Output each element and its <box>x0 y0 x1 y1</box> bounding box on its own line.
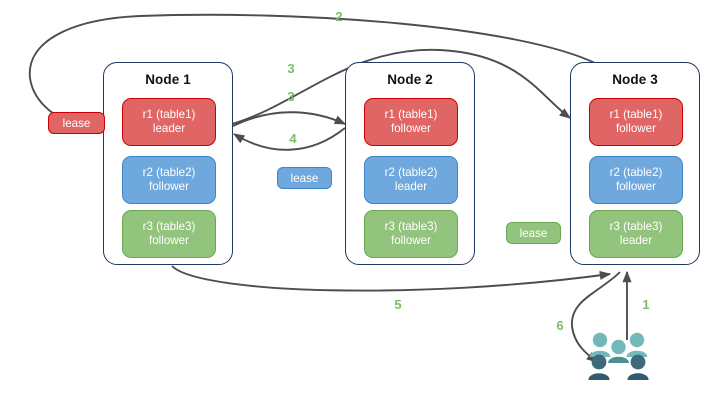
replica-name: r3 (table3) <box>384 219 438 233</box>
replica-name: r2 (table2) <box>142 165 196 179</box>
replica-r1[interactable]: r1 (table1) leader <box>122 98 216 146</box>
node-title: Node 1 <box>145 72 191 87</box>
edge-label-2: 2 <box>335 9 343 24</box>
replica-role: leader <box>619 234 653 247</box>
replica-role: leader <box>394 180 428 193</box>
node-box-3[interactable]: Node 3 r1 (table1) follower r2 (table2) … <box>570 62 700 265</box>
lease-badge-blue[interactable]: lease <box>277 167 332 189</box>
node-title: Node 3 <box>612 72 658 87</box>
replica-name: r2 (table2) <box>609 165 663 179</box>
lease-badge-red[interactable]: lease <box>48 112 105 134</box>
edge-label-5: 5 <box>394 297 402 312</box>
replica-r3[interactable]: r3 (table3) follower <box>364 210 458 258</box>
replica-r2[interactable]: r2 (table2) follower <box>122 156 216 204</box>
replica-r3[interactable]: r3 (table3) leader <box>589 210 683 258</box>
people-icon <box>588 332 649 380</box>
edge-label-3-upper: 3 <box>287 61 295 76</box>
replica-role: follower <box>616 180 656 193</box>
replica-role: follower <box>391 234 431 247</box>
edge-label-3-lower: 3 <box>287 89 295 104</box>
replica-name: r1 (table1) <box>384 107 438 121</box>
replica-name: r3 (table3) <box>609 219 663 233</box>
replica-r3[interactable]: r3 (table3) follower <box>122 210 216 258</box>
replica-role: follower <box>149 234 189 247</box>
lease-badge-green[interactable]: lease <box>506 222 561 244</box>
replica-name: r1 (table1) <box>142 107 196 121</box>
node-box-1[interactable]: Node 1 r1 (table1) leader r2 (table2) fo… <box>103 62 233 265</box>
edge-label-6: 6 <box>556 318 564 333</box>
replica-name: r2 (table2) <box>384 165 438 179</box>
replica-r1[interactable]: r1 (table1) follower <box>589 98 683 146</box>
edge-5-path <box>171 265 612 292</box>
replica-name: r1 (table1) <box>609 107 663 121</box>
replica-role: follower <box>149 180 189 193</box>
replica-r2[interactable]: r2 (table2) follower <box>589 156 683 204</box>
replica-r1[interactable]: r1 (table1) follower <box>364 98 458 146</box>
replica-role: leader <box>152 122 186 135</box>
replica-role: follower <box>616 122 656 135</box>
edge-3-lower-path <box>232 111 347 127</box>
node-title: Node 2 <box>387 72 433 87</box>
node-box-2[interactable]: Node 2 r1 (table1) follower r2 (table2) … <box>345 62 475 265</box>
replica-name: r3 (table3) <box>142 219 196 233</box>
edge-label-1: 1 <box>642 297 650 312</box>
replica-r2[interactable]: r2 (table2) leader <box>364 156 458 204</box>
replica-role: follower <box>391 122 431 135</box>
edge-label-4: 4 <box>289 131 297 146</box>
